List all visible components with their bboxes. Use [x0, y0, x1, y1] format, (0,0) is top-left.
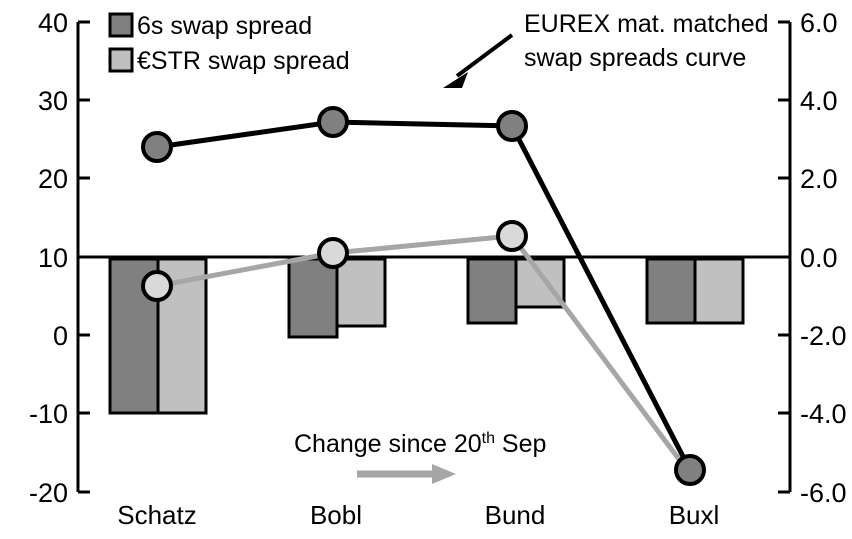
bar-6s-bobl [287, 257, 339, 339]
category-label-buxl: Buxl [669, 500, 720, 530]
category-label-bund: Bund [485, 500, 546, 530]
annotation-arrow-line [455, 33, 514, 78]
annotation-eurex-line1: EUREX mat. matched [524, 10, 769, 38]
change-arrow-head-icon [432, 464, 456, 484]
marker-eurex-schatz [141, 131, 173, 163]
right-axis-ticks [778, 20, 790, 494]
annotation-change-text: Change since 20th Sep [294, 430, 546, 458]
line-eurex-curve [156, 119, 693, 472]
annotation-eurex-curve: EUREX mat. matched swap spreads curve [443, 10, 769, 88]
line-estr-curve [156, 233, 693, 476]
bar-estr-bobl [335, 257, 387, 328]
right-axis-tick-label-0: 6.0 [800, 8, 838, 38]
left-axis-tick-label-2: 20 [38, 164, 68, 194]
bar-estr-buxl [693, 257, 745, 325]
left-axis-tick-label-4: 0 [53, 321, 68, 351]
right-axis-tick-label-6: -6.0 [800, 478, 847, 508]
marker-eurex-buxl [674, 454, 706, 486]
annotation-change-sup: th [482, 430, 495, 447]
legend-swatch-estr [108, 47, 134, 73]
right-axis-tick-label-3: 0.0 [800, 243, 838, 273]
annotation-change-since: Change since 20th Sep [294, 430, 546, 484]
legend-label-estr: €STR swap spread [137, 47, 350, 75]
legend-swatch-6s [108, 12, 134, 38]
category-label-bobl: Bobl [310, 500, 362, 530]
marker-estr-schatz [141, 270, 173, 302]
marker-estr-bund [496, 220, 528, 252]
left-axis-tick-label-6: -20 [29, 478, 68, 508]
right-axis-tick-label-4: -2.0 [800, 321, 847, 351]
left-axis-tick-label-1: 30 [38, 86, 68, 116]
category-label-schatz: Schatz [117, 500, 197, 530]
legend-label-6s: 6s swap spread [137, 12, 312, 40]
left-axis-tick-label-5: -10 [29, 399, 68, 429]
right-axis-tick-label-5: -4.0 [800, 399, 847, 429]
bar-6s-bund [466, 257, 518, 325]
marker-eurex-bund [496, 110, 528, 142]
bar-6s-buxl [645, 257, 697, 325]
annotation-arrow-head-icon [443, 72, 468, 88]
annotation-change-main: Change since 20 [294, 430, 482, 458]
left-axis-tick-label-0: 40 [38, 8, 68, 38]
annotation-eurex-line2: swap spreads curve [524, 44, 746, 72]
annotation-change-tail: Sep [495, 430, 546, 458]
right-axis-tick-label-2: 2.0 [800, 164, 838, 194]
left-axis-tick-label-3: 10 [38, 243, 68, 273]
marker-eurex-bobl [317, 106, 349, 138]
chart-legend: 6s swap spread €STR swap spread [108, 12, 350, 75]
right-axis-tick-label-1: 4.0 [800, 86, 838, 116]
marker-estr-bobl [317, 237, 349, 269]
